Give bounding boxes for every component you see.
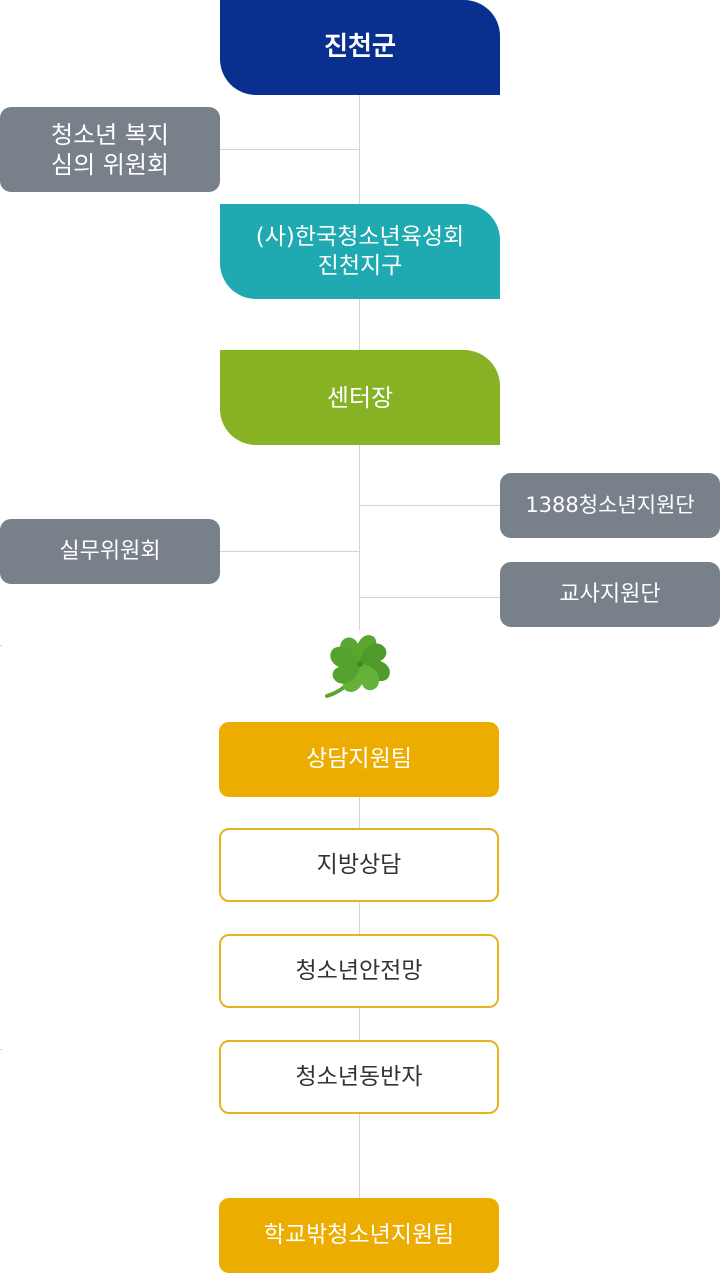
sub-team-node: 지방상담 bbox=[219, 828, 499, 902]
outschool-team-label: 학교밖청소년지원팀 bbox=[263, 1222, 455, 1249]
counseling-team-label: 상담지원팀 bbox=[306, 746, 412, 773]
support-1388-connector bbox=[360, 505, 500, 506]
director-node: 센터장 bbox=[220, 350, 500, 445]
county-label: 진천군 bbox=[324, 32, 396, 63]
welfare-committee-line2: 심의 위원회 bbox=[50, 150, 170, 179]
clover-icon bbox=[325, 635, 390, 698]
county-node: 진천군 bbox=[220, 0, 500, 95]
director-label: 센터장 bbox=[326, 383, 394, 412]
sub-team-label: 지방상담 bbox=[316, 851, 402, 878]
sub-team-label: 청소년안전망 bbox=[295, 957, 423, 984]
outschool-team-node: 학교밖청소년지원팀 bbox=[219, 1198, 499, 1273]
support-1388-node: 1388청소년지원단 bbox=[500, 473, 720, 538]
working-committee-node: 실무위원회 bbox=[0, 519, 220, 584]
edge-tick bbox=[0, 645, 2, 646]
working-committee-label: 실무위원회 bbox=[59, 538, 161, 564]
support-1388-label: 1388청소년지원단 bbox=[525, 493, 695, 518]
sub-team-node: 청소년안전망 bbox=[219, 934, 499, 1008]
association-line2: 진천지구 bbox=[317, 252, 403, 279]
sub-team-node: 청소년동반자 bbox=[219, 1040, 499, 1114]
sub-team-label: 청소년동반자 bbox=[295, 1063, 423, 1090]
teacher-support-connector bbox=[360, 597, 500, 598]
teacher-support-label: 교사지원단 bbox=[559, 581, 661, 607]
association-node: (사)한국청소년육성회 진천지구 bbox=[220, 204, 500, 299]
association-line1: (사)한국청소년육성회 bbox=[255, 223, 465, 250]
committee-connector bbox=[220, 149, 359, 150]
counseling-team-node: 상담지원팀 bbox=[219, 722, 499, 797]
teacher-support-node: 교사지원단 bbox=[500, 562, 720, 627]
edge-tick bbox=[0, 1049, 2, 1050]
welfare-committee-node: 청소년 복지 심의 위원회 bbox=[0, 107, 220, 192]
welfare-committee-line1: 청소년 복지 bbox=[50, 120, 170, 149]
working-committee-connector bbox=[220, 551, 359, 552]
